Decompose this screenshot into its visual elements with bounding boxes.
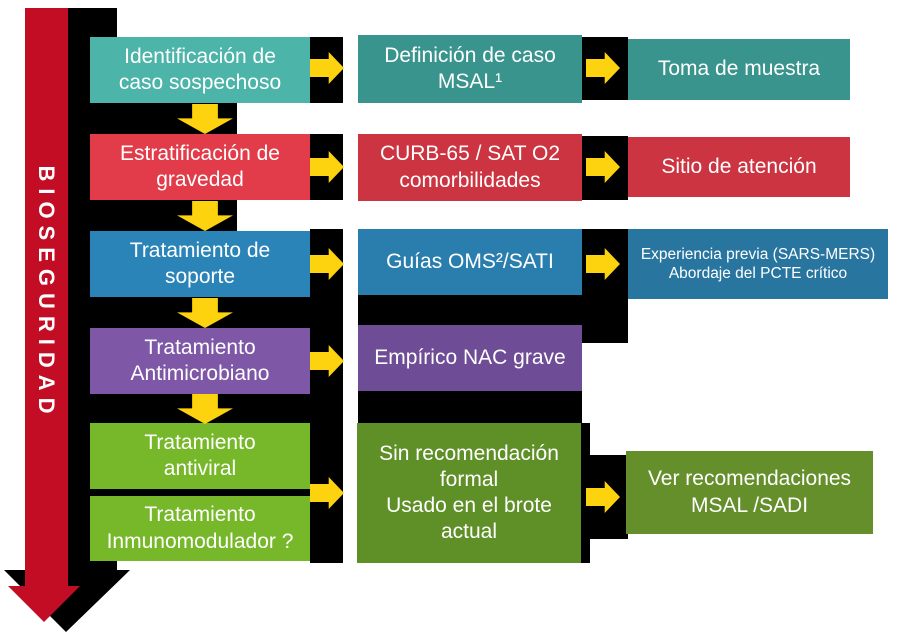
box-experiencia-previa: Experiencia previa (SARS-MERS) Abordaje …: [628, 229, 888, 299]
box-ver-recomendaciones: Ver recomendaciones MSAL /SADI: [626, 451, 873, 534]
box-label: Toma de muestra: [657, 57, 821, 81]
connector-block: [310, 229, 343, 563]
box-label: Tratamiento Inmunomodulador ?: [106, 503, 294, 553]
box-label: Identificación de caso sospechoso: [118, 44, 282, 94]
box-label: Definición de caso MSAL¹: [384, 43, 556, 93]
box-empirico-nac-grave: Empírico NAC grave: [358, 325, 582, 391]
box-tratamiento-antiviral: Tratamiento antiviral: [90, 423, 310, 489]
box-sin-recomendacion-formal: Sin recomendación formal Usado en el bro…: [357, 423, 581, 563]
box-label: Tratamiento Antimicrobiano: [130, 335, 270, 385]
box-sitio-de-atencion: Sitio de atención: [628, 137, 850, 197]
box-guias-oms-sati: Guías OMS²/SATI: [358, 229, 582, 295]
box-label: Estratificación de gravedad: [120, 141, 280, 191]
box-toma-de-muestra: Toma de muestra: [628, 39, 850, 100]
connector-block: [578, 229, 628, 343]
box-identificacion-caso-sospechoso: Identificación de caso sospechoso: [90, 37, 310, 103]
box-label: Sitio de atención: [661, 154, 817, 178]
box-label: Tratamiento antiviral: [144, 430, 256, 480]
box-curb65-sato2: CURB-65 / SAT O2 comorbilidades: [358, 134, 582, 201]
box-definicion-caso-msal: Definición de caso MSAL¹: [358, 35, 582, 103]
box-label: Sin recomendación formal Usado en el bro…: [379, 441, 559, 544]
box-estratificacion-gravedad: Estratificación de gravedad: [90, 134, 310, 200]
box-label: Empírico NAC grave: [374, 345, 566, 369]
box-tratamiento-inmunomodulador: Tratamiento Inmunomodulador ?: [90, 496, 310, 561]
box-tratamiento-soporte: Tratamiento de soporte: [90, 231, 310, 297]
box-tratamiento-antimicrobiano: Tratamiento Antimicrobiano: [90, 328, 310, 394]
box-label: Ver recomendaciones MSAL /SADI: [647, 467, 852, 517]
box-label: Tratamiento de soporte: [129, 238, 271, 288]
box-label: Guías OMS²/SATI: [386, 249, 554, 273]
box-label: CURB-65 / SAT O2 comorbilidades: [379, 142, 561, 192]
biosecurity-banner-label: BIOSEGURIDAD: [34, 165, 59, 421]
biosecurity-arrow-body: [8, 8, 80, 622]
connector-block: [68, 489, 310, 496]
box-label: Experiencia previa (SARS-MERS) Abordaje …: [640, 245, 876, 282]
